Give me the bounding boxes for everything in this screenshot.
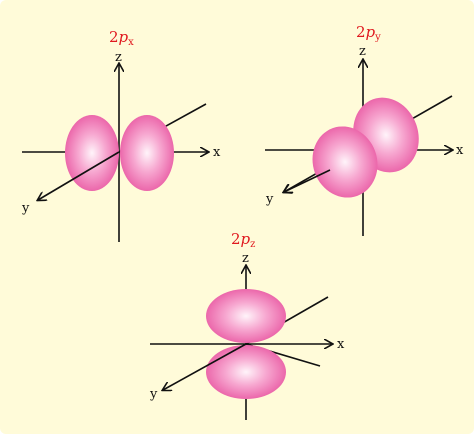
- x-label-2px: x: [213, 145, 221, 160]
- orbital-2px: 2px z x y: [21, 28, 221, 242]
- title-2pz: 2pz: [231, 230, 255, 250]
- lobe-left-2px: [65, 115, 119, 191]
- z-label-2pz: z: [242, 251, 249, 266]
- z-label-2py: z: [359, 44, 366, 59]
- z-label-2px: z: [115, 50, 122, 65]
- y-axis-front-2pz: [163, 343, 247, 390]
- y-axis-front-2px: [38, 151, 120, 200]
- lobe-top-2pz: [206, 289, 286, 343]
- lobe-right-2px: [120, 115, 174, 191]
- orbital-2pz: 2pz z x y: [149, 230, 345, 420]
- y-label-2pz: y: [149, 387, 158, 402]
- orbital-2py: 2py z x y: [265, 23, 464, 236]
- lobe-front-2py: [312, 126, 378, 198]
- lobe-bottom-2pz: [206, 345, 286, 399]
- title-2px: 2px: [109, 28, 134, 48]
- title-2py: 2py: [356, 23, 381, 43]
- y-label-2px: y: [21, 201, 30, 216]
- x-label-2pz: x: [337, 337, 345, 352]
- x-label-2py: x: [456, 143, 464, 158]
- y-axis-front-2py: [284, 169, 331, 192]
- y-label-2py: y: [265, 192, 274, 207]
